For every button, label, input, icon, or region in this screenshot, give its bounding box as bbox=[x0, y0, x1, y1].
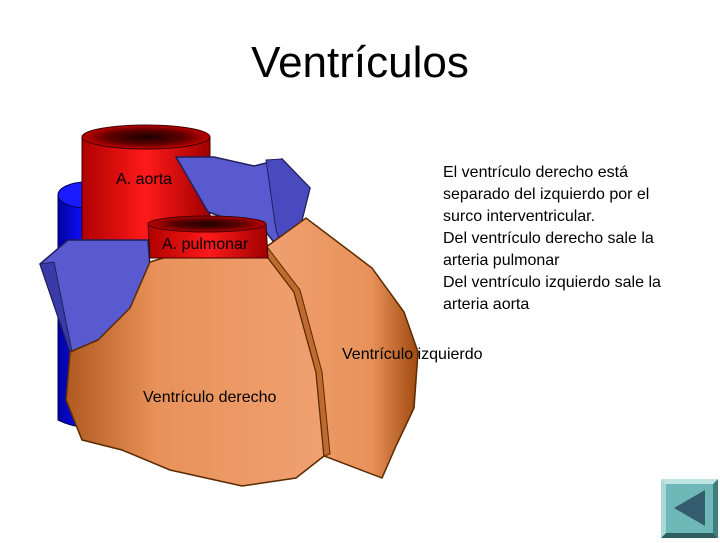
description-line: Del ventrículo izquierdo sale la bbox=[443, 274, 661, 291]
description-line: surco interventricular. bbox=[443, 208, 596, 225]
back-button[interactable] bbox=[661, 479, 718, 538]
description-line: arteria aorta bbox=[443, 296, 530, 313]
description-line: Del ventrículo derecho sale la bbox=[443, 230, 654, 247]
description-line: El ventrículo derecho está bbox=[443, 164, 628, 181]
slide-title: Ventrículos bbox=[251, 38, 469, 87]
left-ventricle-label: Ventrículo izquierdo bbox=[342, 346, 483, 363]
right-ventricle-label: Ventrículo derecho bbox=[143, 389, 277, 406]
interventricular-sulcus bbox=[261, 247, 331, 457]
triangle-left-icon bbox=[661, 479, 718, 538]
description-line: separado del izquierdo por el bbox=[443, 186, 650, 203]
pulmonary-artery bbox=[147, 215, 269, 259]
pulmonary-label: A. pulmonar bbox=[162, 236, 249, 253]
description-line: arteria pulmonar bbox=[443, 252, 560, 269]
aorta-label: A. aorta bbox=[116, 171, 173, 188]
description-text: El ventrículo derecho está separado del … bbox=[443, 162, 703, 316]
